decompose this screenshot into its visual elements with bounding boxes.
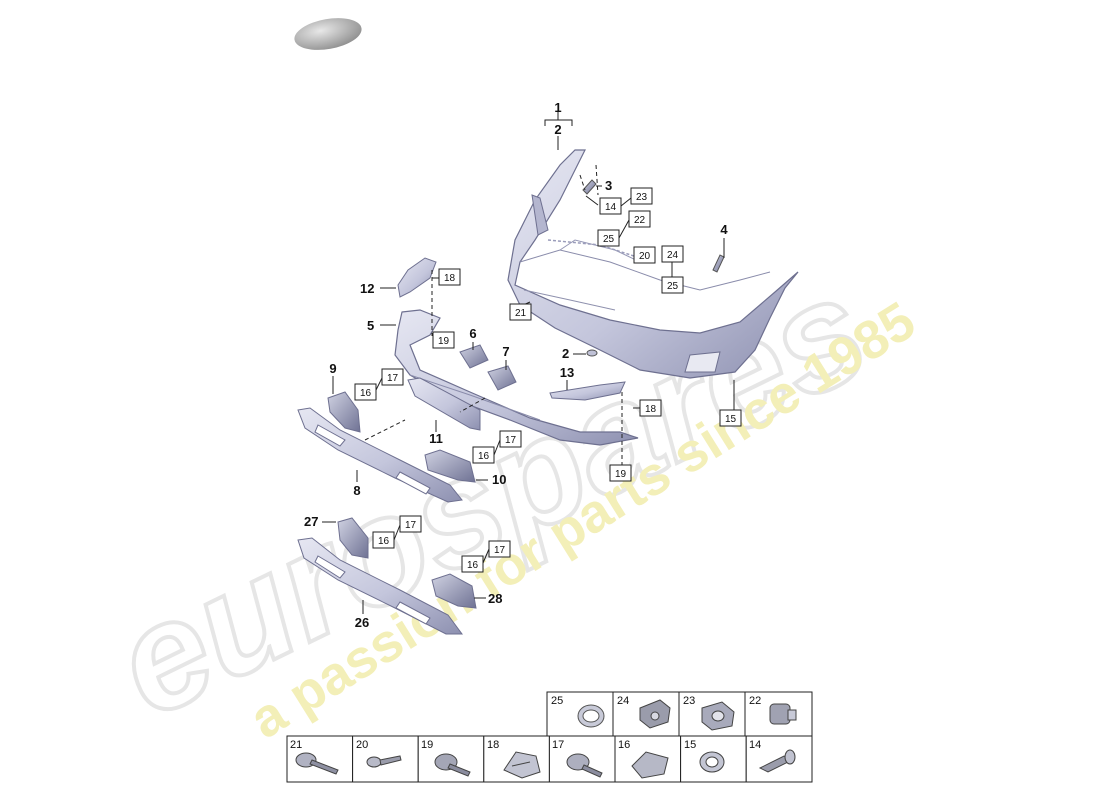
box-25-b: 25 [667,281,679,292]
expanding-rivet-icon [758,749,796,773]
reference-boxes [354,187,742,573]
watermark-brand: eurospares [90,243,891,749]
legend-label-23: 23 [683,695,695,707]
callout-1: 1 [554,100,561,115]
part-27-grille [337,517,369,559]
box-16-a: 16 [360,388,372,399]
part-26-frame [297,537,463,635]
sensor-mount-icon [701,701,735,731]
legend-label-17: 17 [552,739,564,751]
dashed-lines [364,164,623,465]
legend-label-18: 18 [487,739,499,751]
callout-13: 13 [560,365,574,380]
callout-4: 4 [720,222,728,237]
pan-screw-icon [566,753,603,778]
legend-label-19: 19 [421,739,433,751]
torx-screw-icon [434,753,471,777]
part-2-plug [586,349,598,357]
part-10-grille [424,449,476,483]
box-20: 20 [639,251,651,262]
callout-11: 11 [429,431,443,446]
box-21: 21 [515,308,527,319]
box-18-b: 18 [645,404,657,415]
callout-8: 8 [353,483,360,498]
box-19-b: 19 [615,469,627,480]
fastener-legend: 25 24 23 22 21 20 19 18 17 16 15 14 [286,691,813,783]
large-head-screw-icon [295,752,339,775]
callouts: 1 2 3 4 12 5 6 7 2 13 9 11 10 8 27 28 26 [304,100,728,630]
callout-5: 5 [367,318,374,333]
callout-27: 27 [304,514,318,529]
box-16-c: 16 [378,536,390,547]
clip-nut-icon [631,751,669,779]
lower-spoiler [394,309,639,446]
legend-label-20: 20 [356,739,368,751]
part-11-guide [407,377,481,431]
expansion-nut-icon [769,703,797,725]
part-28-grille [431,573,477,609]
callout-28: 28 [488,591,502,606]
reference-box-labels: 23 14 22 25 20 24 25 21 15 18 19 17 16 1… [360,192,737,571]
box-17-b: 17 [505,435,517,446]
part-4-clip [712,254,725,273]
part-6-bracket [459,344,489,369]
box-18-a: 18 [444,273,456,284]
pebble-shape [294,18,362,50]
box-17-a: 17 [387,373,399,384]
legend-label-24: 24 [617,695,629,707]
part-9-grille [327,391,361,433]
part-12-bracket [397,257,437,298]
part-7-bracket [487,365,517,391]
box-16-b: 16 [478,451,490,462]
screw-icon [366,755,402,768]
box-connectors [375,197,673,564]
bumper-cover [507,149,799,379]
callout-7: 7 [502,344,509,359]
callout-2-top: 2 [554,122,561,137]
callout-10: 10 [492,472,506,487]
box-19-a: 19 [438,336,450,347]
legend-label-25: 25 [551,695,563,707]
box-23: 23 [636,192,648,203]
part-8-frame [297,407,463,503]
callout-12: 12 [360,281,374,296]
callout-3: 3 [605,178,612,193]
box-14: 14 [605,202,617,213]
spring-clip-icon [503,751,541,779]
callout-6: 6 [469,326,476,341]
callout-26: 26 [355,615,369,630]
watermark: eurospares a passion for parts since 198… [88,241,925,751]
box-17-c: 17 [405,520,417,531]
callout-9: 9 [329,361,336,376]
box-16-d: 16 [467,560,479,571]
ring-clip-icon [577,704,605,728]
legend-label-15: 15 [684,739,696,751]
part-3-clip [582,179,597,195]
callout-2-lower: 2 [562,346,569,361]
legend-label-14: 14 [749,739,761,751]
legend-label-22: 22 [749,695,761,707]
legend-label-21: 21 [290,739,302,751]
box-17-d: 17 [494,545,506,556]
box-22: 22 [634,215,646,226]
sensor-holder-icon [639,699,671,729]
box-25-a: 25 [603,234,615,245]
cable-holder-icon [699,751,725,773]
part-13-bracket [549,381,626,401]
box-15: 15 [725,414,737,425]
legend-label-16: 16 [618,739,630,751]
box-24: 24 [667,250,679,261]
